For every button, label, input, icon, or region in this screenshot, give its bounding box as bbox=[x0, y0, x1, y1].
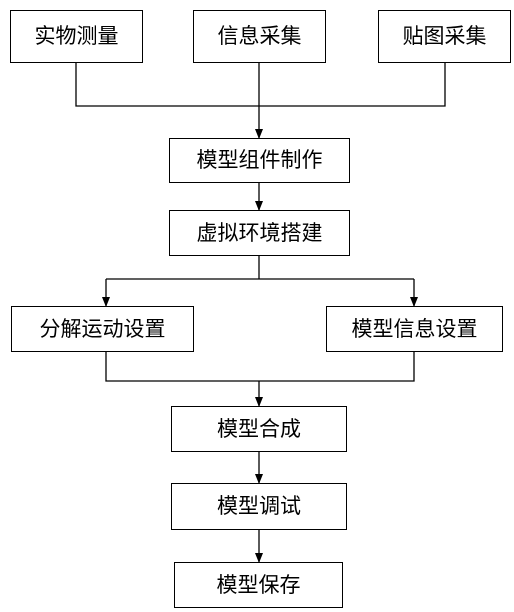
node-decomposition-motion-setup: 分解运动设置 bbox=[11, 306, 194, 352]
node-model-component-making: 模型组件制作 bbox=[169, 138, 350, 183]
node-model-synthesis: 模型合成 bbox=[171, 406, 347, 452]
node-physical-measurement: 实物测量 bbox=[10, 10, 143, 63]
node-texture-collection: 贴图采集 bbox=[378, 10, 511, 63]
node-virtual-environment-building: 虚拟环境搭建 bbox=[169, 210, 350, 256]
connector-mid-merge bbox=[105, 352, 415, 382]
connector-top-merge bbox=[75, 63, 446, 107]
node-model-debugging: 模型调试 bbox=[171, 483, 347, 530]
node-model-saving: 模型保存 bbox=[174, 562, 343, 608]
node-information-collection: 信息采集 bbox=[193, 10, 326, 63]
node-model-info-setup: 模型信息设置 bbox=[326, 306, 503, 352]
